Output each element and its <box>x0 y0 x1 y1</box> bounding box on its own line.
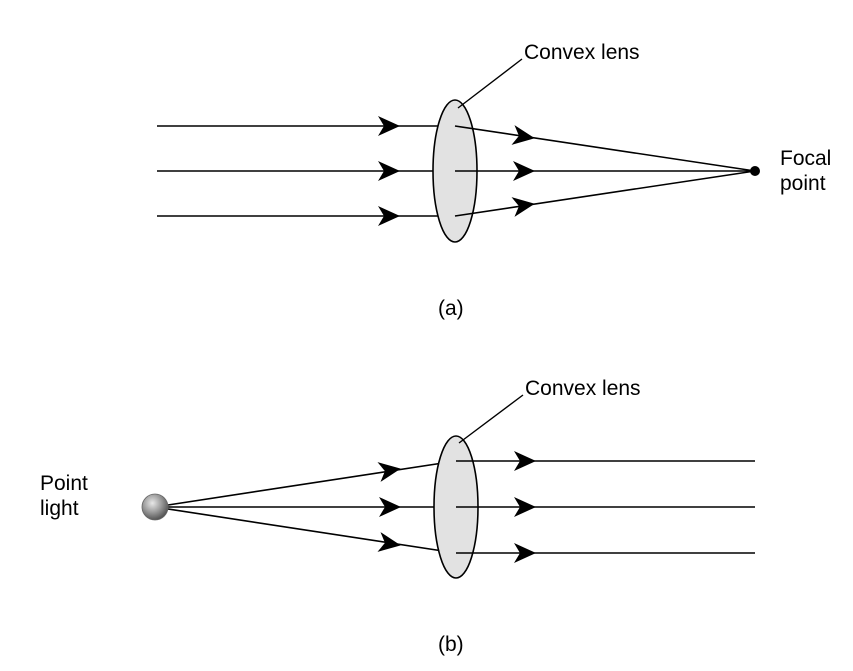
panel-b <box>141 394 755 579</box>
diverging-ray-bottom <box>154 506 457 554</box>
lens-label-b: Convex lens <box>525 377 641 400</box>
focal-point-dot <box>750 166 760 176</box>
focal-point-label-line2: point <box>780 172 826 195</box>
panel-a <box>157 58 760 243</box>
point-light-label: Point light <box>40 471 88 521</box>
arrow-icon <box>378 161 400 181</box>
arrow-icon <box>378 206 400 226</box>
lens-label-leader-a <box>457 58 523 109</box>
arrow-icon <box>379 497 401 517</box>
point-light-source <box>141 493 169 521</box>
caption-b: (b) <box>438 633 464 656</box>
lens-label-leader-b <box>458 394 524 444</box>
caption-a: (a) <box>438 297 464 320</box>
focal-point-label-line1: Focal <box>780 147 832 170</box>
arrow-icon <box>514 451 536 471</box>
diverging-ray-top <box>154 460 457 508</box>
arrow-icon <box>377 462 401 482</box>
arrow-icon <box>378 116 400 136</box>
arrow-icon <box>513 161 535 181</box>
arrow-icon <box>514 497 536 517</box>
arrow-icon <box>511 125 535 145</box>
point-light-label-line2: light <box>40 497 79 520</box>
refracted-ray-top <box>454 125 756 172</box>
arrow-icon <box>511 197 535 217</box>
arrow-icon <box>514 543 536 563</box>
point-light-label-line1: Point <box>40 472 88 495</box>
focal-point-label: Focal point <box>780 146 831 196</box>
arrow-icon <box>377 532 401 552</box>
lens-label-a: Convex lens <box>524 41 640 64</box>
refracted-ray-bottom <box>454 170 756 217</box>
